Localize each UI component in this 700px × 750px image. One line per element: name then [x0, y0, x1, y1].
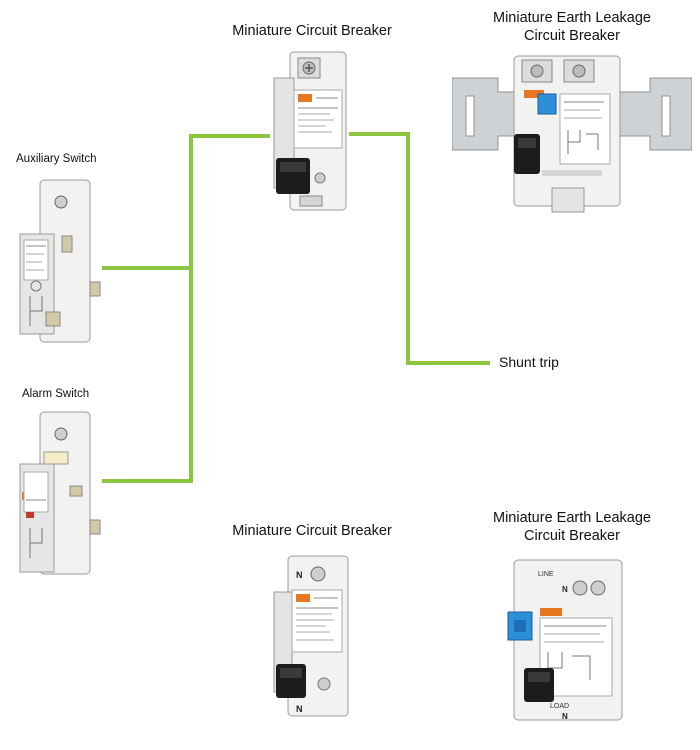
alarm-switch-device — [19, 411, 101, 575]
melcb-top-device — [452, 55, 692, 213]
melcb-top-title-line2: Circuit Breaker — [524, 28, 620, 45]
alarm-switch-title: Alarm Switch — [22, 388, 90, 400]
melcb-terminal-n-bottom: N — [562, 712, 568, 721]
melcb-bottom-title-line2: Circuit Breaker — [524, 528, 620, 545]
melcb-bottom-title: Miniature Earth Leakage Circuit Breaker — [480, 509, 664, 545]
wire-mcb-to-shunt — [349, 132, 490, 365]
mcb-bottom-device: N N — [273, 555, 349, 717]
aux-switch-title: Auxiliary Switch — [16, 153, 97, 165]
mcb-top-device — [273, 51, 347, 211]
melcb-bottom-device: LINE N LOAD N — [507, 559, 623, 721]
mcb-bottom-title: Miniature Circuit Breaker — [232, 523, 392, 539]
mcb-bottom-terminal-n-bottom: N — [296, 704, 303, 714]
melcb-line-terminal-label: LINE — [538, 571, 554, 578]
shunt-trip-label: Shunt trip — [499, 354, 559, 370]
melcb-top-title-line1: Miniature Earth Leakage — [493, 10, 651, 26]
melcb-top-title: Miniature Earth Leakage Circuit Breaker — [480, 9, 664, 45]
melcb-load-terminal-label: LOAD — [550, 703, 569, 710]
mcb-bottom-terminal-n-top: N — [296, 570, 303, 580]
melcb-terminal-n-top: N — [562, 585, 568, 594]
melcb-bottom-title-line1: Miniature Earth Leakage — [493, 510, 651, 526]
mcb-top-title: Miniature Circuit Breaker — [232, 23, 392, 39]
aux-switch-device — [19, 179, 101, 343]
